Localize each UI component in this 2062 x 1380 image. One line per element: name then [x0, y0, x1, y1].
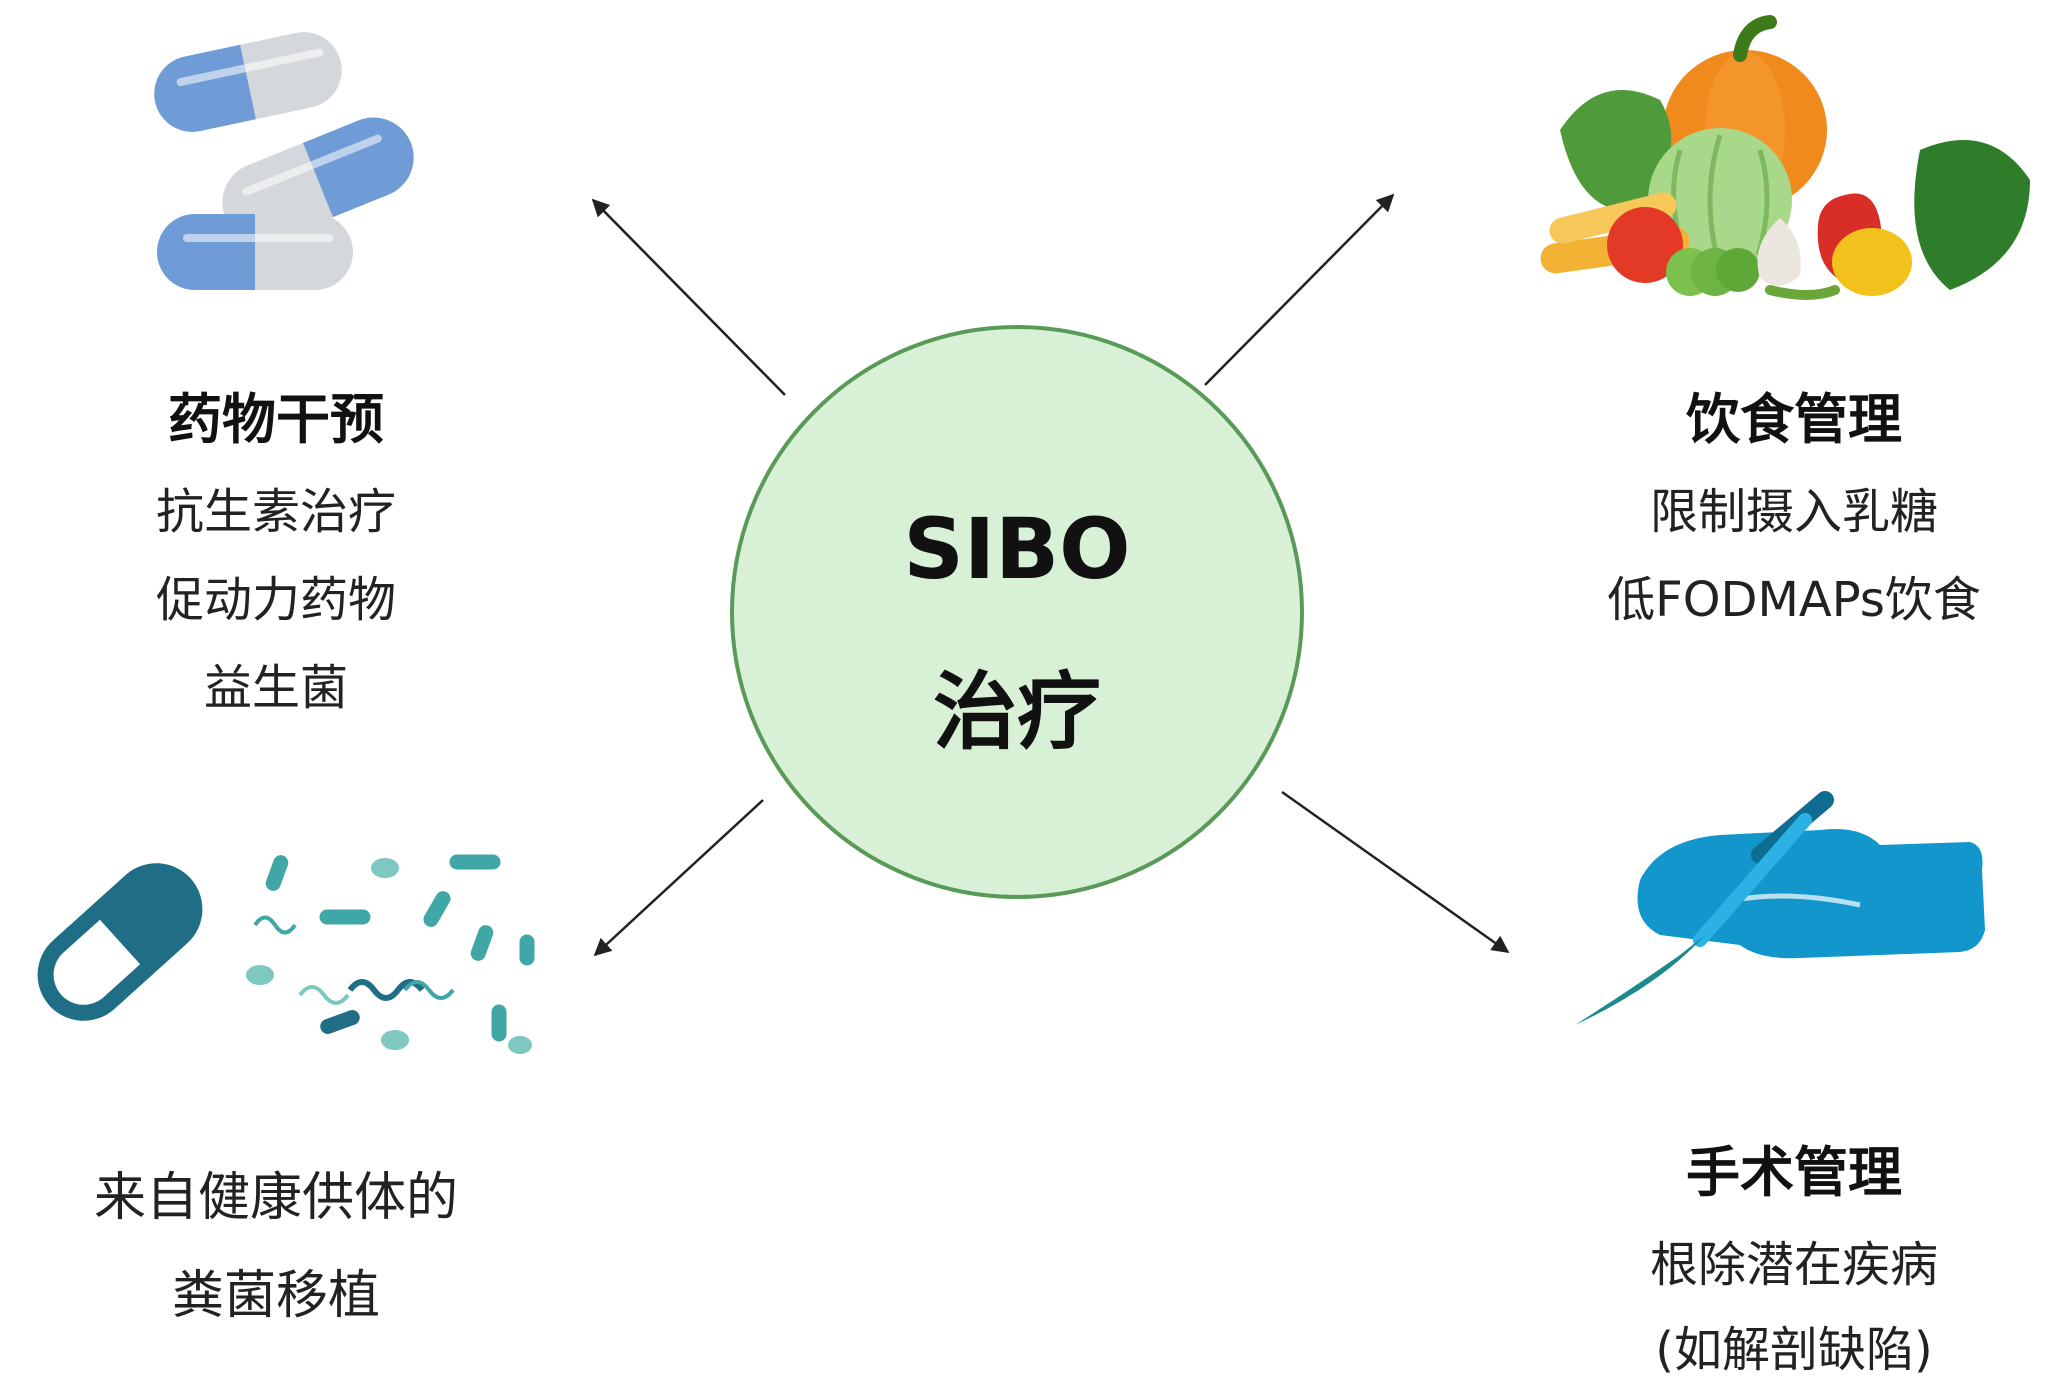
- vegetables-icon: [1540, 15, 2030, 300]
- arrow-diet: [1204, 193, 1395, 386]
- medication-title: 药物干预: [168, 388, 384, 451]
- scalpel-hand-icon: [1575, 791, 1985, 1025]
- surgery-item: 根除潜在疾病: [1649, 1237, 1938, 1293]
- fmt-item: 来自健康供体的: [93, 1168, 458, 1228]
- arrow-fmt: [593, 799, 764, 957]
- diet-item: 限制摄入乳糖: [1649, 484, 1938, 540]
- diet-item: 低FODMAPs饮食: [1607, 572, 1981, 628]
- medication-item: 促动力药物: [155, 572, 396, 628]
- medication-item: 抗生素治疗: [155, 484, 396, 540]
- center-title-treatment: 治疗: [932, 663, 1101, 761]
- arrow-medication: [591, 198, 786, 396]
- surgery-title: 手术管理: [1686, 1141, 1902, 1204]
- arrow-surgery: [1281, 790, 1510, 954]
- center-circle: [730, 325, 1304, 899]
- diet-title: 饮食管理: [1686, 388, 1902, 451]
- capsule-bacteria-icon: [37, 854, 535, 1054]
- fmt-item: 粪菌移植: [171, 1266, 380, 1326]
- medication-item: 益生菌: [203, 660, 348, 716]
- center-title-sibo: SIBO: [903, 500, 1131, 598]
- surgery-item: (如解剖缺陷): [1655, 1322, 1933, 1378]
- capsules-icon: [154, 32, 414, 290]
